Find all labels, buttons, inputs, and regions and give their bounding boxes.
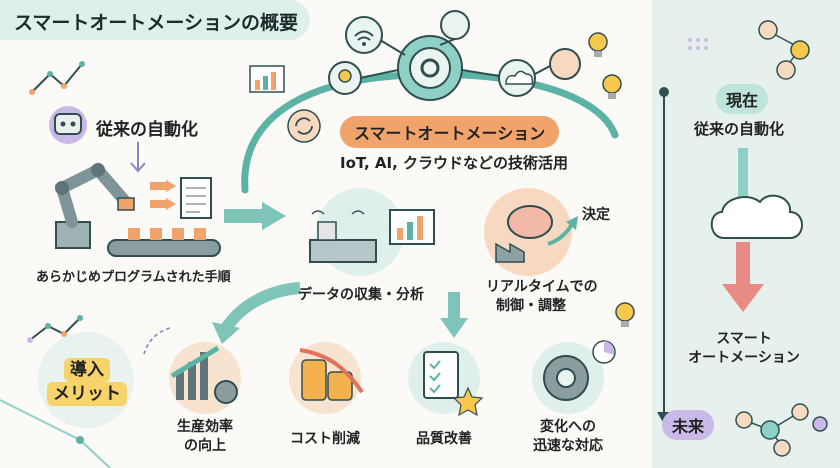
benefit-productivity-line1: 生産効率 xyxy=(177,419,233,435)
device-node-icon xyxy=(549,48,581,80)
benefit-productivity: 生産効率 の向上 xyxy=(160,418,250,456)
bulb-icons xyxy=(588,32,635,327)
productivity-chart-icon xyxy=(169,342,241,414)
flow-arrow-down-left xyxy=(212,322,240,344)
brain-icon xyxy=(507,205,553,239)
benefit-agility-line1: 変化への xyxy=(540,419,596,435)
trend-line-decoration xyxy=(31,63,83,93)
timeline-now-caption: 従来の自動化 xyxy=(694,120,785,138)
benefit-cost: コスト削減 xyxy=(290,431,360,447)
network-icons xyxy=(328,10,581,101)
benefit-quality: 品質改善 xyxy=(416,431,472,447)
coin-stack-icon xyxy=(289,342,364,414)
smart-subtitle: IoT, AI, クラウドなどの技術活用 xyxy=(340,154,569,172)
benefit-productivity-line2: の向上 xyxy=(184,438,226,454)
gear-icon xyxy=(420,58,440,78)
benefits-badge-line1: 導入 xyxy=(64,358,110,382)
robot-arm-icon xyxy=(54,162,135,249)
quality-checklist-icon xyxy=(408,342,484,417)
conveyor-belt-icon xyxy=(107,228,221,257)
benefits-badge-line2: メリット xyxy=(47,382,127,406)
control-label-line1: リアルタイムでの xyxy=(486,279,598,295)
timeline-future-caption: スマート オートメーション xyxy=(688,330,800,368)
control-label: リアルタイムでの 制御・調整 xyxy=(486,278,598,316)
traditional-heading: 従来の自動化 xyxy=(96,120,198,140)
avatar-icon xyxy=(758,20,778,40)
flow-arrow-down xyxy=(440,318,468,338)
benefit-agility: 変化への 迅速な対応 xyxy=(518,418,618,456)
timeline-future-caption-line2: オートメーション xyxy=(688,350,800,366)
timeline-axis xyxy=(657,87,671,424)
cloud-node-icon xyxy=(440,10,470,40)
factory-data-icon xyxy=(309,188,435,276)
control-label-line2: 制御・調整 xyxy=(496,298,566,314)
decision-label: 決定 xyxy=(582,207,610,223)
dot-grid-decoration xyxy=(688,38,708,50)
refresh-icon xyxy=(287,109,321,143)
robot-icon xyxy=(49,106,87,144)
title-band xyxy=(0,0,310,40)
mini-chart-icon xyxy=(249,65,285,93)
lightbulb-icon xyxy=(588,32,608,52)
network-avatars-bottom xyxy=(735,403,828,457)
smart-heading: スマートオートメーション xyxy=(340,116,560,148)
timeline-future-caption-line1: スマート xyxy=(716,331,772,347)
page-title: スマートオートメーションの概要 xyxy=(14,12,299,34)
timeline-future-label: 未来 xyxy=(662,410,715,440)
timeline-now-label: 現在 xyxy=(716,84,769,114)
benefits-badge: 導入 メリット xyxy=(42,358,132,406)
data-collection-label: データの収集・分析 xyxy=(298,287,424,303)
flow-arrow-right xyxy=(262,202,286,230)
ai-brain-factory-icon xyxy=(484,188,578,276)
benefit-agility-line2: 迅速な対応 xyxy=(533,438,603,454)
timeline-shaft-top xyxy=(738,148,748,200)
wifi-node-icon xyxy=(345,16,383,54)
gear-dial-icon xyxy=(532,340,616,414)
program-document-icon xyxy=(150,177,212,219)
transition-arrow-down xyxy=(722,284,764,312)
cloud-transition-icon xyxy=(710,194,803,239)
traditional-caption: あらかじめプログラムされた手順 xyxy=(36,270,231,285)
network-avatars-top xyxy=(758,20,810,80)
